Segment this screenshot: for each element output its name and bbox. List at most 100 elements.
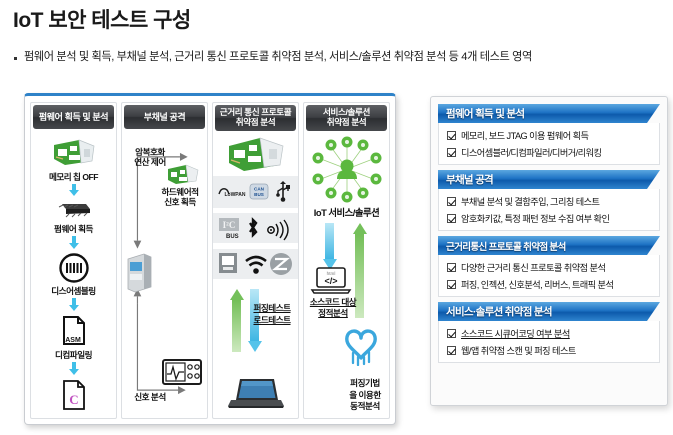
svg-text:LoWPAN: LoWPAN — [224, 192, 245, 198]
binary-disk-icon — [58, 253, 89, 283]
section-firmware: 펌웨어 획득 및 분석 메모리, 보드 JTAG 이용 펌웨어 획득 디스어셈블… — [438, 104, 660, 165]
svg-text:I²C: I²C — [223, 220, 236, 230]
arrow-down-cyan-icon — [247, 289, 262, 352]
step-label-2: 펌웨어 획득 — [54, 224, 93, 234]
svg-text:CAN: CAN — [254, 187, 265, 192]
checkbox-icon[interactable] — [447, 262, 456, 272]
svg-text:BUS: BUS — [254, 192, 264, 197]
column-header-firmware: 펌웨어 획득 및 분석 — [33, 105, 114, 129]
memory-chip-icon — [58, 204, 90, 218]
wifi-icon — [245, 255, 267, 274]
wireless-signal-icon — [267, 219, 289, 241]
section-service: 서비스·솔루션 취약점 분석 소스코드 시큐어코딩 여부 분석 웹/앱 취약점 … — [438, 302, 660, 363]
column-header-sidechannel: 부채널 공격 — [124, 105, 205, 129]
diagram-column-protocol: 근거리 통신 프로토콜 취약점 분석 LoWPAN CAN BUS — [212, 102, 299, 419]
column-body-protocol: LoWPAN CAN BUS I²C BUS — [213, 131, 298, 418]
section-body-protocol: 다양한 근거리 통신 프로토콜 취약점 분석 퍼징, 인젝션, 신호분석, 리버… — [438, 255, 660, 297]
arrow-up-green-icon — [229, 289, 244, 352]
checklist-text: 퍼징, 인젝션, 신호분석, 리버스, 트래픽 분석 — [461, 280, 614, 290]
bullet-marker-icon — [14, 57, 17, 60]
checklist-item[interactable]: 다양한 근거리 통신 프로토콜 취약점 분석 — [447, 260, 653, 274]
arrow-down-icon-4 — [68, 362, 79, 375]
zigbee-icon — [270, 253, 292, 275]
checklist-text: 메모리, 보드 JTAG 이용 펌웨어 획득 — [461, 131, 589, 141]
checkbox-icon[interactable] — [447, 196, 456, 206]
label-signal-analysis: 신호 분석 — [134, 391, 166, 402]
i2c-bus-icon: I²C BUS — [219, 218, 239, 239]
step-label-3: 디스어셈블링 — [51, 286, 96, 296]
heartbleed-icon — [345, 329, 377, 366]
6lowpan-icon: LoWPAN — [218, 188, 246, 198]
section-title-sidechannel: 부채널 공격 — [438, 170, 660, 189]
label-iot-service: IoT 서비스/솔루션 — [313, 207, 380, 218]
step-label-4: 디컴파일링 — [54, 350, 93, 360]
section-body-sidechannel: 부채널 분석 및 결함주입, 그리칭 테스트 암호화키값, 특정 패턴 정보 수… — [438, 189, 660, 231]
server-tower-icon — [127, 253, 152, 293]
step-label-1: 메모리 칩 OFF — [48, 172, 99, 182]
c-file-icon: C — [62, 380, 85, 410]
diagram-card: 펌웨어 획득 및 분석 메모리 칩 OFF — [24, 93, 396, 425]
section-protocol: 근거리통신 프로토콜 취약점 분석 다양한 근거리 통신 프로토콜 취약점 분석… — [438, 236, 660, 297]
checklist-item[interactable]: 소스코드 시큐어코딩 여부 분석 — [447, 326, 653, 340]
section-title-firmware: 펌웨어 획득 및 분석 — [438, 104, 660, 123]
signal-loop-path — [133, 152, 188, 395]
checkbox-icon[interactable] — [447, 213, 456, 223]
checkbox-icon[interactable] — [447, 345, 456, 355]
svg-text:</>: </> — [324, 276, 337, 286]
checklist-item[interactable]: 웹/앱 취약점 스캔 및 퍼징 테스트 — [447, 343, 653, 357]
arrow-down-icon-2 — [68, 236, 79, 249]
label-dynamic-analysis: 퍼징기법 을 이용한 동적분석 — [349, 378, 381, 411]
label-hw-signal: 하드웨어적 신호 획득 — [161, 187, 199, 208]
checklist-item[interactable]: 부채널 분석 및 결함주입, 그리칭 테스트 — [447, 194, 653, 208]
checklist-item[interactable]: 메모리, 보드 JTAG 이용 펌웨어 획득 — [447, 128, 653, 142]
label-static-analysis: 소스코드 대상 정적분석 — [309, 297, 357, 319]
asm-file-icon: ASM — [62, 316, 85, 345]
column-body-firmware: 메모리 칩 OFF 펌웨어 획득 — [31, 129, 116, 418]
checklist-item[interactable]: 퍼징, 인젝션, 신호분석, 리버스, 트래픽 분석 — [447, 277, 653, 291]
arrow-down-icon-1b — [68, 184, 79, 196]
label-crypto-control: 암복호화 연산 제어 — [134, 147, 166, 168]
column-body-sidechannel: 암복호화 연산 제어 하드웨어적 신호 획득 — [122, 129, 207, 418]
iot-network-hub-icon — [312, 136, 381, 203]
diagram-column-firmware: 펌웨어 획득 및 분석 메모리 칩 OFF — [30, 102, 117, 419]
checkbox-icon[interactable] — [447, 279, 456, 289]
checkbox-icon[interactable] — [447, 130, 456, 140]
test-areas-panel: 펌웨어 획득 및 분석 메모리, 보드 JTAG 이용 펌웨어 획득 디스어셈블… — [430, 96, 668, 406]
checklist-text: 웹/앱 취약점 스캔 및 퍼징 테스트 — [461, 346, 576, 356]
checklist-text: 소스코드 시큐어코딩 여부 분석 — [461, 329, 570, 339]
svg-text:BUS: BUS — [226, 234, 239, 239]
section-title-service: 서비스·솔루션 취약점 분석 — [438, 302, 660, 321]
html-code-laptop-icon: html </> — [310, 267, 352, 294]
svg-text:html: html — [327, 271, 336, 276]
column-body-service: IoT 서비스/솔루션 html </> 소스코드 대상 정적분석 — [304, 131, 389, 418]
serial-port-icon — [219, 253, 237, 273]
laptop-icon — [227, 379, 284, 408]
bullet-row: 펌웨어 분석 및 획득, 부채널 분석, 근거리 통신 프로토콜 취약점 분석,… — [14, 50, 664, 65]
page-title: IoT 보안 테스트 구성 — [13, 9, 191, 32]
checklist-item[interactable]: 디스어셈블러/디컴파일러/디버거/리워킹 — [447, 145, 653, 159]
section-body-service: 소스코드 시큐어코딩 여부 분석 웹/앱 취약점 스캔 및 퍼징 테스트 — [438, 321, 660, 363]
circuit-board-icon-3 — [228, 137, 283, 171]
checklist-text: 부채널 분석 및 결함주입, 그리칭 테스트 — [461, 197, 600, 207]
checkbox-icon[interactable] — [447, 328, 456, 338]
checklist-text: 다양한 근거리 통신 프로토콜 취약점 분석 — [461, 263, 606, 273]
column-header-service: 서비스/솔루션 취약점 분석 — [306, 105, 387, 131]
section-body-firmware: 메모리, 보드 JTAG 이용 펌웨어 획득 디스어셈블러/디컴파일러/디버거/… — [438, 123, 660, 165]
column-header-protocol: 근거리 통신 프로토콜 취약점 분석 — [215, 105, 296, 131]
arrow-down-cyan-icon-2 — [322, 223, 337, 270]
diagram-column-sidechannel: 부채널 공격 암복호화 연산 제어 하드웨어 — [121, 102, 208, 419]
arrow-up-green-icon-2 — [352, 223, 367, 318]
usb-icon — [276, 181, 290, 202]
arrow-down-icon-3 — [68, 298, 79, 311]
diagram-column-service: 서비스/솔루션 취약점 분석 — [303, 102, 390, 419]
checklist-text: 디스어셈블러/디컴파일러/디버거/리워킹 — [461, 148, 602, 158]
circuit-board-icon-2 — [168, 164, 199, 184]
checklist-text: 암호화키값, 특정 패턴 정보 수집 여부 확인 — [461, 214, 610, 224]
can-bus-icon: CAN BUS — [249, 183, 269, 200]
section-title-protocol: 근거리통신 프로토콜 취약점 분석 — [438, 236, 660, 255]
bullet-text: 펌웨어 분석 및 획득, 부채널 분석, 근거리 통신 프로토콜 취약점 분석,… — [24, 51, 532, 63]
checkbox-icon[interactable] — [447, 147, 456, 157]
checklist-item[interactable]: 암호화키값, 특정 패턴 정보 수집 여부 확인 — [447, 211, 653, 225]
circuit-board-icon — [53, 139, 94, 165]
label-fuzzing-load-test: 퍼징테스트 로드테스트 — [253, 303, 291, 325]
